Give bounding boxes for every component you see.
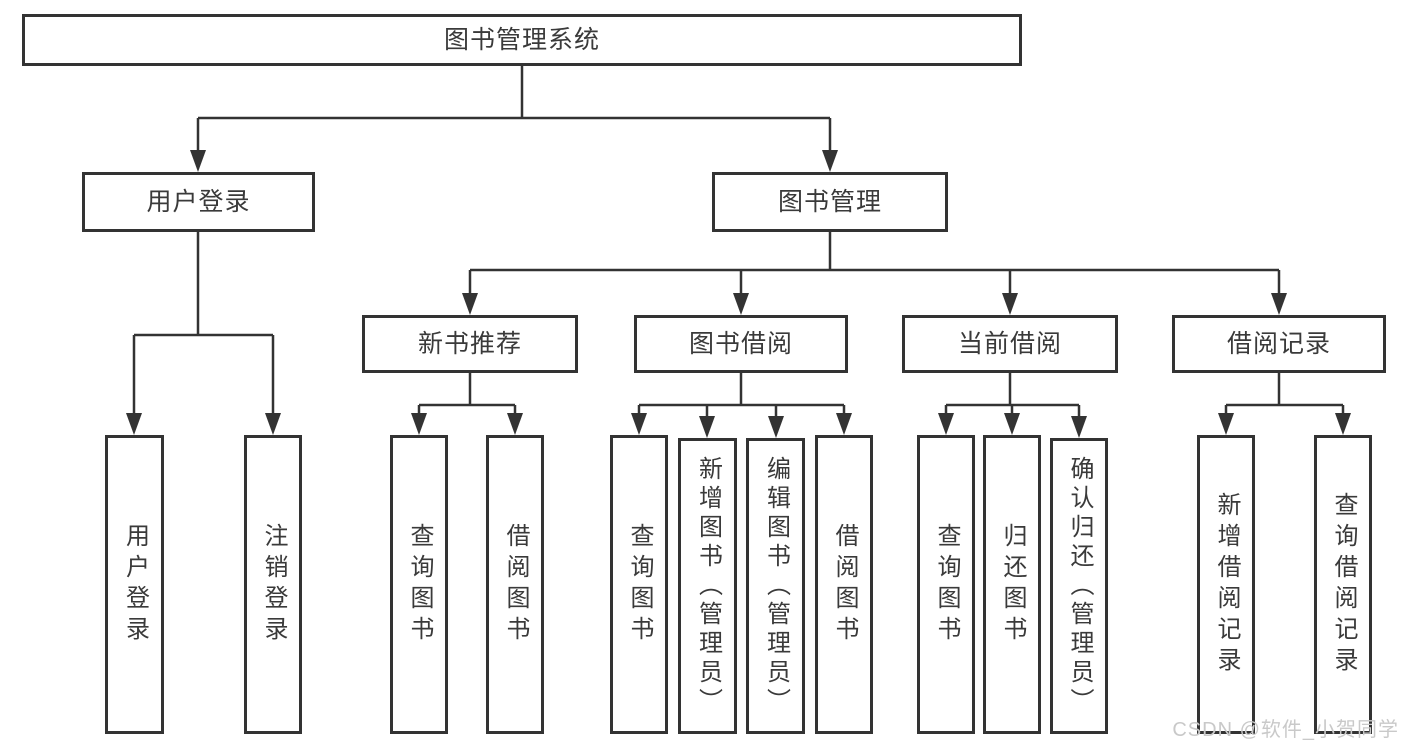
node-book-borrow: 图书借阅: [634, 315, 848, 373]
arrowheads: [126, 150, 1351, 438]
leaf-cb-return-books: 归还图书: [983, 435, 1041, 734]
node-root-book-management-system: 图书管理系统: [22, 14, 1022, 66]
leaf-cb-query-books: 查询图书: [917, 435, 975, 734]
leaf-bb-add-books-admin: 新增图书（管理员）: [678, 438, 737, 734]
node-current-borrow: 当前借阅: [902, 315, 1118, 373]
leaf-br-add-borrow-record: 新增借阅记录: [1197, 435, 1255, 734]
leaf-nb-borrow-books: 借阅图书: [486, 435, 544, 734]
connector-strokes: [132, 66, 1345, 418]
node-borrow-records: 借阅记录: [1172, 315, 1386, 373]
node-new-book-recommend: 新书推荐: [362, 315, 578, 373]
leaf-bb-edit-books-admin: 编辑图书（管理员）: [746, 438, 805, 734]
leaf-bb-borrow-books: 借阅图书: [815, 435, 873, 734]
leaf-user-login: 用户登录: [105, 435, 164, 734]
leaf-cb-confirm-return-admin: 确认归还（管理员）: [1050, 438, 1108, 734]
leaf-bb-query-books: 查询图书: [610, 435, 668, 734]
node-user-login: 用户登录: [82, 172, 315, 232]
node-book-management: 图书管理: [712, 172, 948, 232]
leaf-br-query-borrow-record: 查询借阅记录: [1314, 435, 1372, 734]
leaf-nb-query-books: 查询图书: [390, 435, 448, 734]
leaf-logout: 注销登录: [244, 435, 302, 734]
